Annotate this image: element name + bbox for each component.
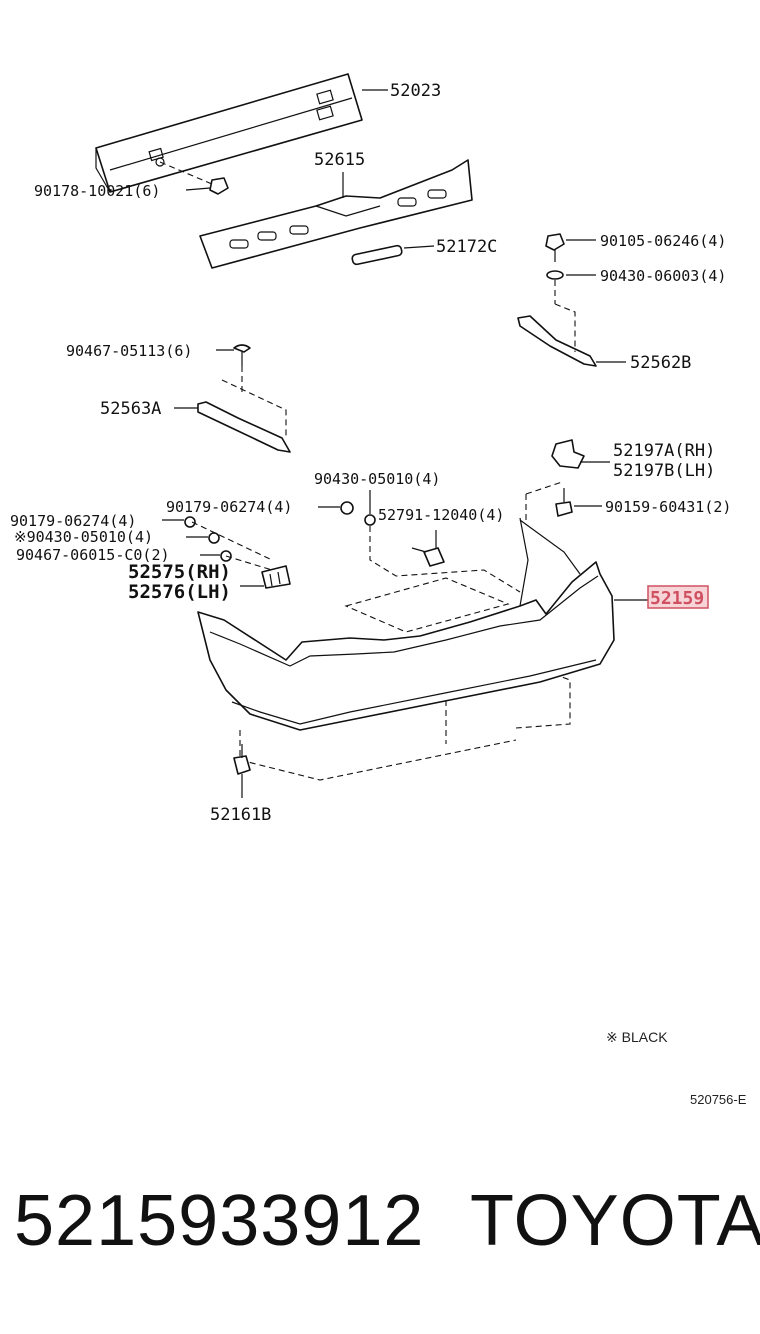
label-90179-a: 90179-06274(4) xyxy=(166,498,292,516)
diagram-code: 520756-E xyxy=(690,1092,747,1107)
absorber-52615[interactable] xyxy=(199,159,473,269)
label-90467-06015: 90467-06015-C0(2) xyxy=(16,546,170,564)
bumper-cover-52159[interactable] xyxy=(197,517,615,731)
label-52615: 52615 xyxy=(314,150,365,170)
nut-90179-b-icon[interactable] xyxy=(184,516,196,528)
label-90159: 90159-60431(2) xyxy=(605,498,731,516)
label-90178: 90178-10021(6) xyxy=(34,182,160,200)
label-52159: 52159 xyxy=(650,588,704,609)
screw-90159-icon[interactable] xyxy=(555,488,573,517)
washer-90430-06003-icon[interactable] xyxy=(546,270,564,280)
spacer-52575-icon[interactable] xyxy=(261,565,291,589)
bolt-90105-icon[interactable] xyxy=(545,233,565,262)
black-note: ※ BLACK xyxy=(606,1029,668,1045)
label-52576: 52576(LH) xyxy=(128,581,231,603)
footer-part-number: 5215933912 xyxy=(14,1181,425,1261)
reinforcement-52023[interactable] xyxy=(95,73,363,193)
label-52197b: 52197B(LH) xyxy=(613,461,715,481)
retainer-52563a[interactable] xyxy=(197,401,291,453)
retainer-52562b[interactable] xyxy=(517,315,597,367)
label-52791: 52791-12040(4) xyxy=(378,506,504,524)
clip-90467-05113-icon[interactable] xyxy=(233,344,251,366)
label-90430-05010-black: ※90430-05010(4) xyxy=(14,528,153,546)
clip-52161b-icon[interactable] xyxy=(233,744,251,775)
label-90467-05113: 90467-05113(6) xyxy=(66,342,192,360)
pin-52172c[interactable] xyxy=(351,244,403,266)
label-90430-05010-top: 90430-05010(4) xyxy=(314,470,440,488)
footer: 5215933912 TOYOTA xyxy=(0,1180,760,1290)
highlight-box xyxy=(647,585,709,609)
bolt-90178-icon[interactable] xyxy=(209,177,229,195)
label-52172c: 52172C xyxy=(436,237,497,257)
bracket-52197-icon[interactable] xyxy=(551,439,585,469)
label-52161b: 52161B xyxy=(210,805,271,825)
nut-90179-a-icon[interactable] xyxy=(340,501,354,515)
label-52562b: 52562B xyxy=(630,353,691,373)
label-90430-06003: 90430-06003(4) xyxy=(600,267,726,285)
label-90105: 90105-06246(4) xyxy=(600,232,726,250)
label-52563a: 52563A xyxy=(100,399,161,419)
washer-90430-05010-black-icon[interactable] xyxy=(208,532,220,544)
washer-90430-05010-icon[interactable] xyxy=(364,514,376,526)
label-90179-b: 90179-06274(4) xyxy=(10,512,136,530)
label-52197a: 52197A(RH) xyxy=(613,441,715,461)
footer-brand: TOYOTA xyxy=(470,1181,760,1261)
label-52023: 52023 xyxy=(390,81,441,101)
fastener-52791-icon[interactable] xyxy=(411,547,445,567)
label-52575: 52575(RH) xyxy=(128,561,231,583)
